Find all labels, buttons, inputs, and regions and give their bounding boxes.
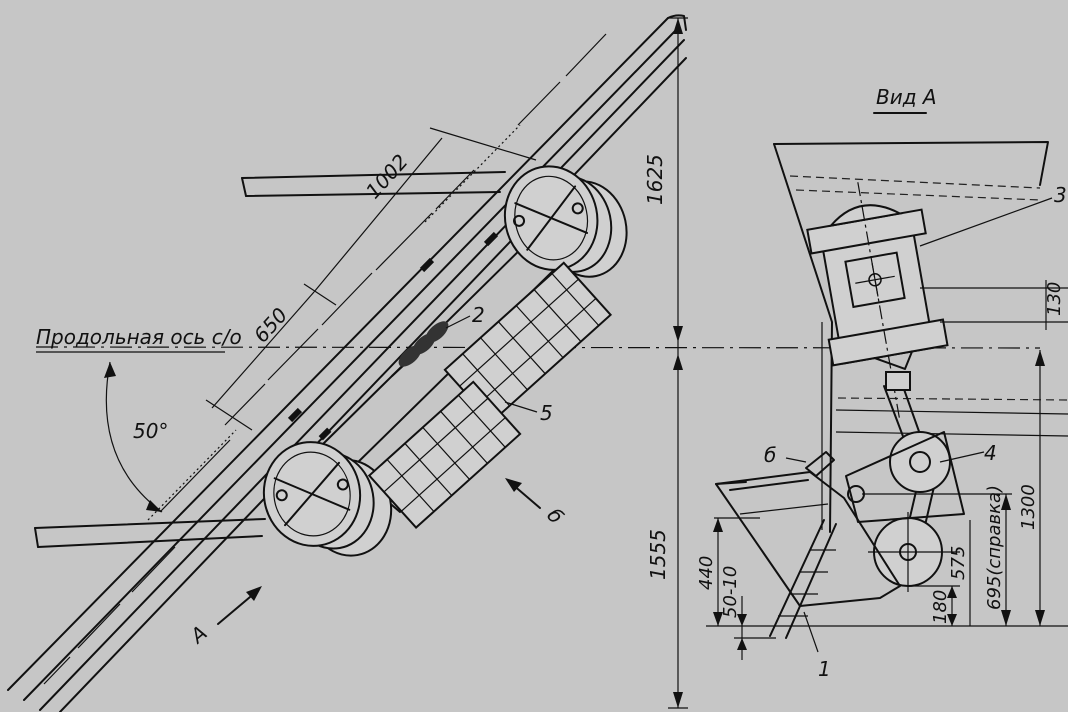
dimension-650-value: 650 (249, 303, 292, 347)
item-5-label: 5 (540, 401, 553, 425)
plan-view: Продольная ось с/о 50° 1002 650 (7, 14, 1041, 712)
arrow-b: б (505, 478, 568, 529)
dimension-1002: 1002 (303, 127, 537, 306)
arrow-b-right-label: б (764, 443, 776, 467)
item-3-motor (806, 182, 949, 419)
item-4-label: 4 (984, 441, 997, 465)
dimension-50-10-value: 50-10 (720, 566, 741, 618)
dimension-1300-value: 1300 (1018, 484, 1039, 530)
dimension-440-value: 440 (696, 556, 717, 590)
lower-wheel (262, 441, 393, 557)
item-2-spring: 2 (391, 303, 485, 377)
dimension-575: 575 (948, 520, 971, 626)
linkage-arm (845, 371, 965, 592)
item-5-callout: 5 (504, 401, 553, 425)
dimension-180-value: 180 (930, 590, 951, 624)
dimension-130: 130 (920, 280, 1068, 330)
dimension-130-value: 130 (1044, 282, 1065, 316)
angle-annotation: 50° (104, 361, 168, 513)
dimension-440: 440 (696, 517, 760, 626)
item-3-label: 3 (1054, 183, 1067, 207)
item-2-label: 2 (472, 303, 485, 327)
dimension-1002-value: 1002 (361, 149, 413, 203)
dimension-50-10: 50-10 (720, 566, 776, 660)
item-1-label: 1 (818, 657, 831, 681)
view-a: Вид А (696, 85, 1068, 681)
dimension-695-value: 695(справка) (984, 485, 1005, 610)
dimension-1555-value: 1555 (646, 529, 670, 580)
longitudinal-axis-label: Продольная ось с/о (36, 325, 242, 349)
arrow-a-label: А (184, 621, 211, 649)
dimension-1625-value: 1625 (643, 154, 667, 205)
dimension-695: 695(справка) (862, 485, 1012, 626)
view-a-frame (773, 141, 1068, 533)
item-callouts: 3 4 1 (803, 183, 1067, 681)
upper-wheel (503, 165, 628, 278)
view-a-title: Вид А (876, 85, 937, 109)
dimension-575-value: 575 (948, 546, 969, 580)
horizontal-beams (34, 171, 506, 548)
arrow-b-label: б (542, 503, 568, 528)
item-6-arm: б (764, 443, 835, 477)
arrow-a: А (184, 586, 262, 649)
dimension-1300: 1300 (1018, 350, 1045, 626)
dimension-180: 180 (908, 585, 960, 626)
spring-blocks-lower (367, 380, 522, 530)
inclined-rail (7, 14, 687, 712)
angle-label: 50° (133, 419, 168, 443)
scoop-bucket (715, 471, 901, 639)
vertical-dimensions: 1625 1555 (643, 17, 688, 709)
